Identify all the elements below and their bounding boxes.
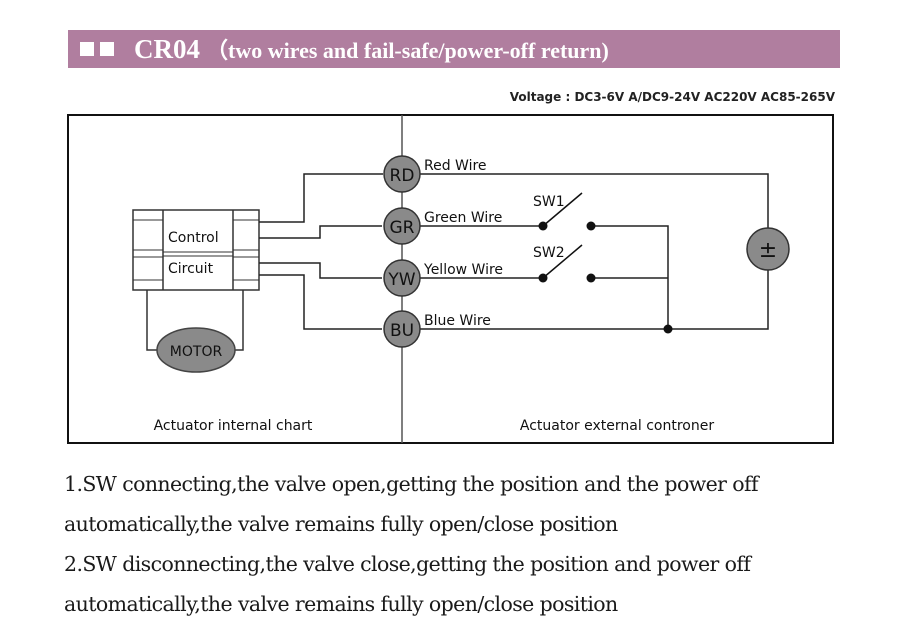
motor-wire [232,290,244,351]
power-source-icon [746,227,790,271]
terminal-yw: YW Yellow Wire [383,259,503,297]
motor-label: MOTOR [170,344,223,360]
circuit-label: Circuit [168,261,214,277]
motor-icon [156,327,236,373]
description-line: 1.SW connecting,the valve open,getting t… [64,472,759,496]
description-line: automatically,the valve remains fully op… [64,512,618,536]
internal-wire-red [259,173,383,223]
terminal-bu: BU Blue Wire [383,310,491,348]
external-wire-red [420,173,769,228]
terminal-code: GR [390,218,415,238]
sw1-contact [586,221,596,231]
sw1-lever [542,192,583,227]
internal-wire-blue [259,274,382,330]
left-caption: Actuator internal chart [154,418,313,434]
square-bullet-icon [80,42,94,56]
sw2-label: SW2 [533,245,565,261]
model-subtitle: （two wires and fail-safe/power-off retur… [206,38,609,63]
description-line: automatically,the valve remains fully op… [64,592,618,616]
right-caption: Actuator external controner [520,418,714,434]
terminal-code: RD [390,166,415,186]
model-title: CR04 [134,33,200,64]
terminal-code: YW [387,270,415,290]
control-label: Control [168,230,219,246]
terminal-code: BU [390,321,414,341]
square-bullet-icon [100,42,114,56]
description-line: 2.SW disconnecting,the valve close,getti… [64,552,751,576]
description-block: 1.SW connecting,the valve open,getting t… [64,464,864,624]
bullet-group [80,42,114,56]
terminal-wire-label: Blue Wire [424,313,491,329]
terminal-rd: RD Red Wire [383,155,487,193]
header-banner: CR04 （two wires and fail-safe/power-off … [68,30,840,68]
diagram-frame [67,114,834,444]
internal-wire-green [259,225,382,239]
voltage-spec: Voltage : DC3-6V A/DC9-24V AC220V AC85-2… [509,90,835,104]
external-wire-blue [420,270,769,330]
sw1-label: SW1 [533,194,565,210]
power-symbol: ± [759,238,777,263]
terminal-wire-label: Green Wire [424,210,502,226]
internal-wire-yellow [259,262,382,279]
terminal-wire-label: Yellow Wire [423,262,503,278]
control-circuit-box [132,209,260,291]
switch-output-wire [591,225,669,329]
junction-dot [663,324,673,334]
motor-wire [146,290,160,351]
sw2-contact [586,273,596,283]
sw2-lever [542,244,583,279]
terminal-wire-label: Red Wire [424,158,487,174]
terminal-gr: GR Green Wire [383,207,502,245]
